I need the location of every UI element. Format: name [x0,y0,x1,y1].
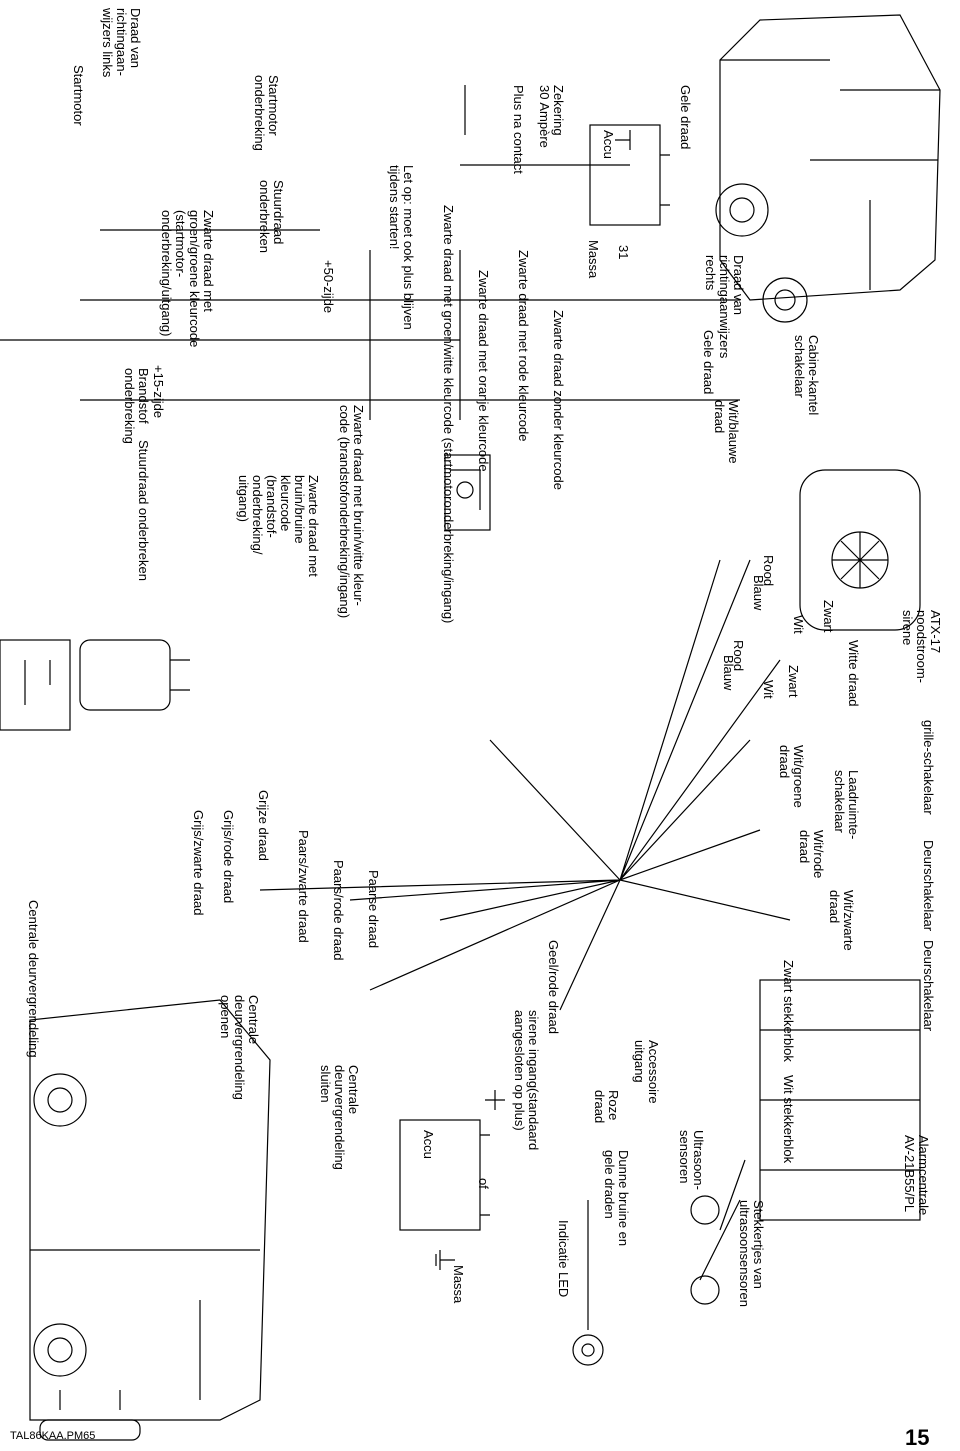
label-zwart-stekkerblok: Zwart stekkerblok [781,960,796,1062]
label-massa-top: Massa [586,240,601,279]
label-brandstof-onderbreking: Brandstof onderbreking [122,368,151,444]
label-blauw-2: Blauw [721,655,736,691]
label-cabine-kantel: Cabine-kantel schakelaar [792,335,821,416]
label-grijs-rode: Grijs/rode draad [221,810,236,904]
label-gele-draad: Gele draad [678,85,693,150]
label-geel-rode: Geel/rode draad [546,940,561,1034]
label-stekkertjes: Stekkertjes van ultrasoonsensoren [737,1200,766,1307]
label-grille-schakelaar: grille-schakelaar [921,720,936,815]
label-roze: Roze draad [592,1090,621,1124]
label-zwarte-groen-groene: Zwarte draad met groen/groene kleurcode … [159,210,216,348]
label-atx-sirene: ATX-17 noodstroom- sirene [900,610,943,683]
label-ultrasoon: Ultrasoon- sensoren [677,1130,706,1190]
label-draad-links: Draad van richtingaan- wijzers links [100,8,143,78]
label-zwart: Zwart [821,600,836,633]
footer-filename: TAL86KAA.PM65 [10,1430,96,1442]
label-paars-rode: Paars/rode draad [331,860,346,961]
label-wit-blauwe: Wit/blauwe draad [712,400,741,464]
label-zwarte-bruin-bruine: Zwarte draad met bruin/bruine kleurcode … [236,475,321,577]
label-zwarte-zonder: Zwarte draad zonder kleurcode [551,310,566,490]
label-accessoire: Accessoire uitgang [632,1040,661,1104]
label-massa-right: Massa [451,1265,466,1304]
label-zwarte-oranje: Zwarte draad met oranje kleurcode [476,270,491,472]
label-wit-stekkerblok: Wit stekkerblok [781,1075,796,1164]
label-grijs-zwarte: Grijs/zwarte draad [191,810,206,916]
label-laadruimte: Laadruimte- schakelaar [832,770,861,840]
label-dunne: Dunne bruine en gele draden [602,1150,631,1247]
label-centrale-deur: Centrale deurvergrendeling [26,900,41,1058]
label-wit-2: Wit [761,680,776,699]
label-of: of [476,1178,491,1189]
label-deurschakelaar-2: Deurschakelaar [921,940,936,1032]
key-icon [444,85,491,531]
label-zwart-2: Zwart [786,665,801,698]
label-sirene-ingang: sirene ingang(standaard aangesloten op p… [512,1010,541,1151]
label-31: 31 [616,245,631,260]
label-wit-zwarte: Wit/zwarte draad [827,890,856,951]
label-wit: Wit [791,615,806,634]
label-stuurdraad-onderbreken-2: Stuurdraad onderbreken [136,440,151,581]
label-startmotor: Startmotor [71,65,86,126]
truck-right-illustration [29,999,271,1421]
led-indicator [572,1200,604,1366]
label-gele-draad-2: Gele draad [701,330,716,395]
ignition-wires [0,164,740,420]
label-deurschakelaar: Deurschakelaar [921,840,936,932]
battery-right-symbol [399,1090,505,1270]
label-plus-na-contact: Plus na contact [511,85,526,174]
battery-top-symbol [589,124,670,226]
page-number: 15 [905,1425,930,1450]
label-zwarte-groen-wit: Zwarte draad met groen/witte kleurcode (… [441,205,456,624]
label-startmotor-onderbreking: Startmotor onderbreking [252,75,281,151]
label-plus50: +50-zijde [321,260,336,314]
label-indicatie-led: Indicatie LED [556,1220,571,1298]
label-witte-draad: Witte draad [846,640,861,707]
harness-lines [259,559,791,1011]
label-wit-rode: Wit/rode draad [797,830,826,879]
label-blauw: Blauw [751,575,766,611]
label-plus15: +15-zijde [151,365,166,419]
label-accu-right: Accu [421,1130,436,1159]
label-accu-top: Accu [601,130,616,159]
label-alarmcentrale: Alarmcentrale AV-21B55/PL [902,1135,931,1216]
label-paarse: Paarse draad [366,870,381,949]
label-paars-zwarte: Paars/zwarte draad [296,830,311,943]
ignition-coil-icon [79,639,190,711]
label-grijze: Grijze draad [256,790,271,861]
alarm-unit [690,979,921,1305]
label-zwarte-rode: Zwarte draad met rode kleurcode [516,250,531,442]
siren-icon [799,469,921,631]
label-stuurdraad-onderbreken: Stuurdraad onderbreken [257,180,286,253]
label-wit-groene: Wit/groene draad [777,745,806,808]
label-zwarte-bruin-witte: Zwarte draad met bruin/witte kleur- code… [337,405,366,619]
label-centrale-sluiten: Centrale deurvergrendeling sluiten [318,1065,361,1170]
label-let-op: Let op: moet ook plus blijven tijdens st… [387,165,416,330]
label-centrale-openen: Centrale deurvergrendeling openen [218,995,261,1100]
relay-icon [0,639,71,731]
label-zekering: Zekering 30 Ampère [537,85,566,148]
truck-left-illustration [715,14,941,323]
